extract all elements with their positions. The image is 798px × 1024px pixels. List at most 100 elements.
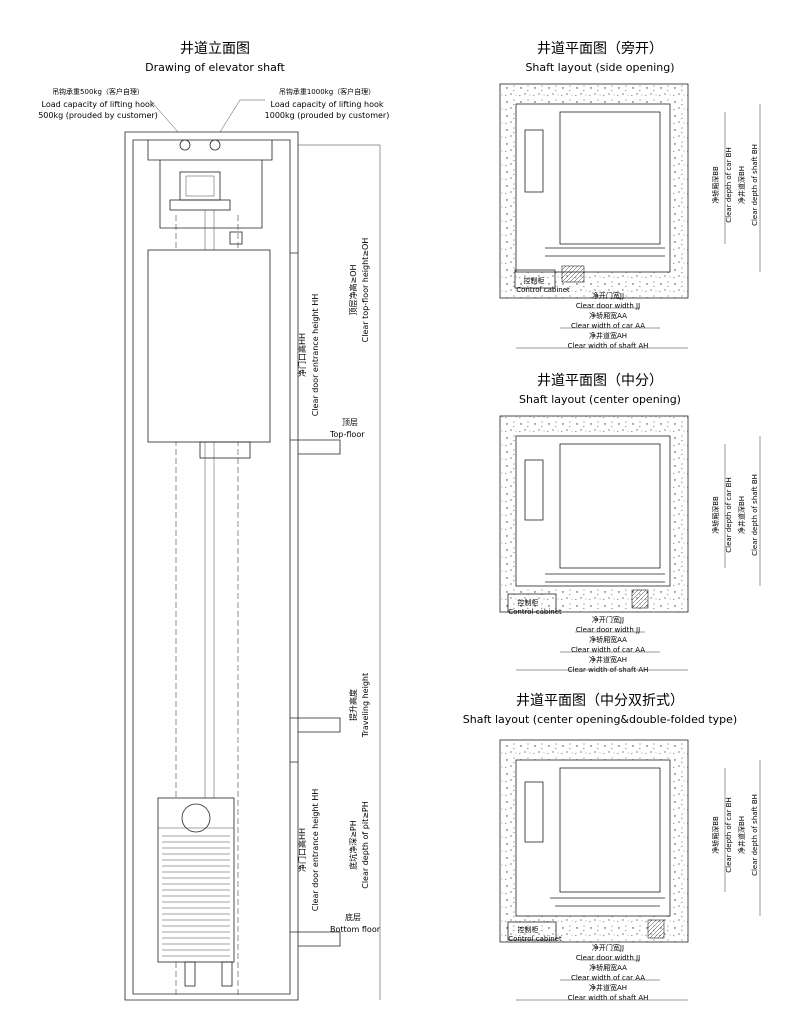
- oh-label-en: Clear top-floor height≥OH: [361, 238, 370, 343]
- plan-1-door-track: [545, 247, 665, 257]
- machine-room-top: [147, 140, 273, 161]
- buffer-right: [221, 961, 233, 987]
- plan-3-cabinet-cn: 控制柜: [518, 925, 539, 934]
- plan-1-depth-dimensions: [724, 104, 761, 272]
- elevation-view: 井道立面图 Drawing of elevator shaft 吊钩承重500k…: [38, 41, 390, 1001]
- upper-car: [147, 249, 271, 443]
- travel-label-cn: 提升高度: [348, 689, 358, 721]
- lower-car: [157, 797, 235, 963]
- plan-2-bh-cn: 净井道深BH: [737, 496, 746, 534]
- plan-1-jj-cn: 净开门宽JJ: [592, 291, 624, 300]
- total-dimension-line: [298, 144, 381, 1000]
- travel-label-en: Traveling height: [361, 673, 370, 738]
- elevation-title-en: Drawing of elevator shaft: [145, 61, 285, 74]
- hook-1000-en1: Load capacity of lifting hook: [271, 100, 384, 109]
- hh-bottom-label-cn: 净门口高HH: [297, 828, 307, 872]
- plan-1-bb-en: Clear depth of car BH: [725, 147, 733, 222]
- top-floor-en: Top-floor: [329, 430, 365, 439]
- plan-2-bb-en: Clear depth of car BH: [725, 477, 733, 552]
- plan-3-cabinet-box: [507, 921, 557, 941]
- pit-label-en: Clear depth of pit≥PH: [361, 801, 370, 889]
- top-floor-cn: 顶层: [342, 418, 358, 427]
- plan-1-bb-cn: 净轿厢深BB: [711, 166, 720, 204]
- plan-3-cabinet-en: Control cabinet: [508, 935, 562, 943]
- plan-1-cabinet-box: [514, 269, 556, 289]
- plan-2-title-en: Shaft layout (center opening): [519, 393, 681, 406]
- guide-block: [229, 231, 243, 245]
- plan-1-door-jamb: [561, 265, 585, 283]
- plan-1-title-cn: 井道平面图（旁开）: [537, 40, 663, 57]
- plan-2-width-dimensions: [516, 631, 688, 671]
- traction-motor: [185, 175, 215, 197]
- plan-1-cabinet-cn: 控制柜: [524, 276, 545, 285]
- plan-1-aa-cn: 净轿厢宽AA: [589, 311, 627, 320]
- hh-top-label-en: Clear door entrance height HH: [311, 294, 320, 417]
- plan-3-depth-dimensions: [724, 760, 761, 916]
- plan-2-shaft-space: [515, 435, 671, 587]
- plan-1-ah-cn: 净井道宽AH: [589, 331, 627, 340]
- hook-1000-symbol: [209, 139, 221, 151]
- upper-car-sling: [199, 441, 251, 459]
- top-floor-landing: [290, 252, 341, 455]
- machine-frame: [159, 160, 263, 229]
- plan-3-bb-cn: 净轿厢深BB: [711, 816, 720, 854]
- plan-3-jj-cn: 净开门宽JJ: [592, 943, 624, 952]
- car-sheave: [181, 803, 211, 833]
- hook-1000-en2: 1000kg (prouded by customer): [265, 111, 390, 120]
- shaft-inner-outline: [132, 139, 291, 995]
- bottom-floor-landing: [290, 761, 341, 947]
- hook-500-en1: Load capacity of lifting hook: [42, 100, 155, 109]
- bottom-floor-en: Bottom floor: [330, 925, 381, 934]
- elevation-title-cn: 井道立面图: [180, 41, 250, 57]
- bottom-floor-cn: 底层: [345, 912, 361, 922]
- machine-base: [169, 199, 231, 211]
- plan-2-door-track: [545, 573, 665, 583]
- plan-1-ah-en: Clear width of shaft AH: [568, 342, 649, 350]
- plan-2-cabinet-en: Control cabinet: [508, 608, 562, 616]
- plan-3-jj-en: Clear door width JJ: [576, 954, 640, 962]
- oh-label-cn: 顶层净高≥OH: [348, 264, 358, 315]
- hook-500-cn: 吊钩承重500kg（客户自理）: [52, 87, 144, 96]
- plan-2-bb-cn: 净轿厢深BB: [711, 496, 720, 534]
- car-door-slats: [162, 835, 230, 957]
- plan-1-counterweight: [524, 129, 544, 193]
- hook-500-en2: 500kg (prouded by customer): [38, 111, 158, 120]
- plan-3-bh-en: Clear depth of shaft BH: [751, 794, 759, 876]
- plan-2-depth-dimensions: [724, 436, 761, 586]
- plan-2-car: [559, 443, 661, 569]
- plan-view-side-opening: 井道平面图（旁开） Shaft layout (side opening) 控制…: [499, 40, 761, 350]
- plan-1-width-dimensions: [516, 307, 688, 349]
- plan-3-door-track: [550, 897, 665, 907]
- hook-1000-cn: 吊钩承重1000kg（客户自理）: [279, 87, 375, 96]
- plan-2-aa-en: Clear width of car AA: [571, 646, 645, 654]
- plan-2-aa-cn: 净轿厢宽AA: [589, 635, 627, 644]
- plan-2-title-cn: 井道平面图（中分）: [537, 373, 663, 389]
- hook-500-symbol: [179, 139, 191, 151]
- plan-2-cabinet-cn: 控制柜: [518, 598, 539, 607]
- pit-label-cn: 底坑净深≥PH: [348, 820, 358, 870]
- plan-1-title-en: Shaft layout (side opening): [525, 61, 674, 74]
- hook-1000-leader: [214, 99, 265, 141]
- hh-top-label-cn: 净门口高HH: [297, 333, 307, 377]
- plan-view-center-opening: 井道平面图（中分） Shaft layout (center opening) …: [499, 373, 761, 674]
- plan-3-door-jamb: [647, 919, 665, 939]
- plan-1-bh-en: Clear depth of shaft BH: [751, 144, 759, 226]
- plan-3-width-dimensions: [516, 959, 688, 1001]
- plan-view-double-folded: 井道平面图（中分双折式） Shaft layout (center openin…: [463, 693, 761, 1002]
- plan-3-bh-cn: 净井道深BH: [737, 816, 746, 854]
- plan-3-title-en: Shaft layout (center opening&double-fold…: [463, 713, 737, 726]
- plan-3-counterweight: [524, 781, 544, 843]
- plan-1-jj-en: Clear door width JJ: [576, 302, 640, 310]
- plan-3-shaft-space: [515, 759, 671, 917]
- plan-1-shaft-space: [515, 103, 671, 273]
- plan-3-car: [559, 767, 661, 893]
- plan-2-counterweight: [524, 459, 544, 521]
- plan-2-ah-cn: 净井道宽AH: [589, 655, 627, 664]
- plan-3-bb-en: Clear depth of car BH: [725, 797, 733, 872]
- plan-2-jj-en: Clear door width JJ: [576, 626, 640, 634]
- plan-2-bh-en: Clear depth of shaft BH: [751, 474, 759, 556]
- plan-1-bh-cn: 净井道深BH: [737, 166, 746, 204]
- plan-3-ah-en: Clear width of shaft AH: [568, 994, 649, 1002]
- plan-2-cabinet-box: [507, 593, 557, 613]
- plan-2-jj-cn: 净开门宽JJ: [592, 615, 624, 624]
